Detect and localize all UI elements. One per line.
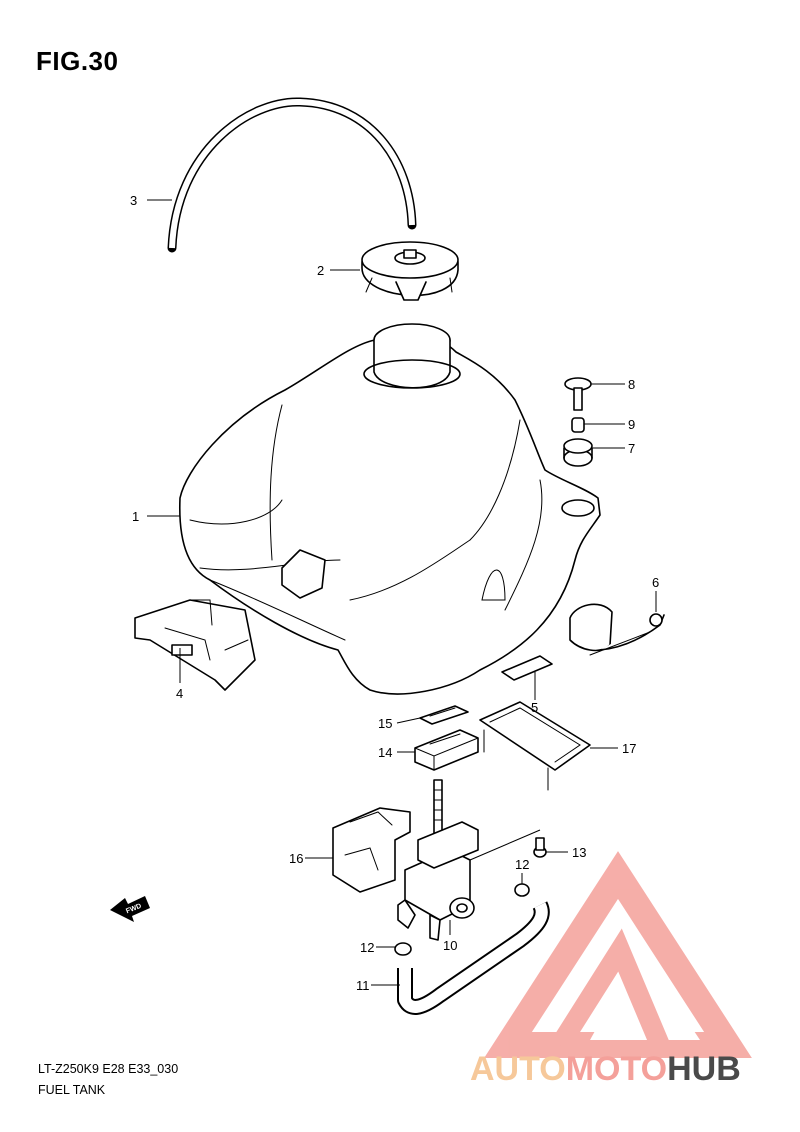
- fwd-arrow-icon: FWD: [110, 896, 150, 922]
- watermark-hub: HUB: [667, 1050, 741, 1088]
- breather-hose: [167, 97, 417, 253]
- callout-1: 1: [132, 509, 139, 524]
- fuel-tank: [179, 323, 601, 695]
- callout-13: 13: [572, 845, 586, 860]
- callout-2: 2: [317, 263, 324, 278]
- figure-title: FIG.30: [36, 46, 119, 76]
- callout-14: 14: [378, 745, 392, 760]
- fuel-cap: [361, 241, 459, 301]
- callout-12-upper: 12: [515, 857, 529, 872]
- seal: [414, 729, 479, 771]
- callout-6: 6: [652, 575, 659, 590]
- callout-3: 3: [130, 193, 137, 208]
- tank-strap: [569, 603, 665, 656]
- leader-lines: [147, 199, 657, 986]
- valve-holder: [479, 701, 591, 791]
- callout-9: 9: [628, 417, 635, 432]
- callout-7: 7: [628, 441, 635, 456]
- gasket: [419, 705, 469, 725]
- tank-cushion: [563, 438, 593, 467]
- callout-4: 4: [176, 686, 183, 701]
- tank-cushion-left: [134, 599, 256, 691]
- watermark-auto: AUTO: [470, 1050, 566, 1088]
- callout-11: 11: [356, 978, 370, 993]
- callout-17: 17: [622, 741, 636, 756]
- fuel-valve: [397, 779, 479, 941]
- screw: [533, 837, 547, 858]
- callout-labels: 3 2 1 4 5 6 7 8 9 10 11 12 12 13 14 15 1…: [130, 193, 659, 993]
- watermark-logo-icon: [484, 851, 752, 1058]
- collar: [571, 417, 585, 433]
- mounting-bolt: [564, 377, 592, 411]
- callout-5: 5: [531, 700, 538, 715]
- watermark-text: AUTOMOTOHUB: [470, 1050, 741, 1088]
- hose-clamp-lower: [394, 942, 412, 956]
- callout-12-lower: 12: [360, 940, 374, 955]
- model-code: LT-Z250K9 E28 E33_030: [38, 1062, 179, 1076]
- callout-8: 8: [628, 377, 635, 392]
- tank-pad: [501, 655, 553, 681]
- cushion-bracket: [332, 807, 411, 893]
- callout-10: 10: [443, 938, 457, 953]
- hose-clamp-upper: [514, 883, 530, 897]
- callout-15: 15: [378, 716, 392, 731]
- watermark-moto: MOTO: [566, 1050, 667, 1088]
- fuel-hose: [397, 901, 550, 1015]
- figure-caption: FUEL TANK: [38, 1083, 106, 1097]
- callout-16: 16: [289, 851, 303, 866]
